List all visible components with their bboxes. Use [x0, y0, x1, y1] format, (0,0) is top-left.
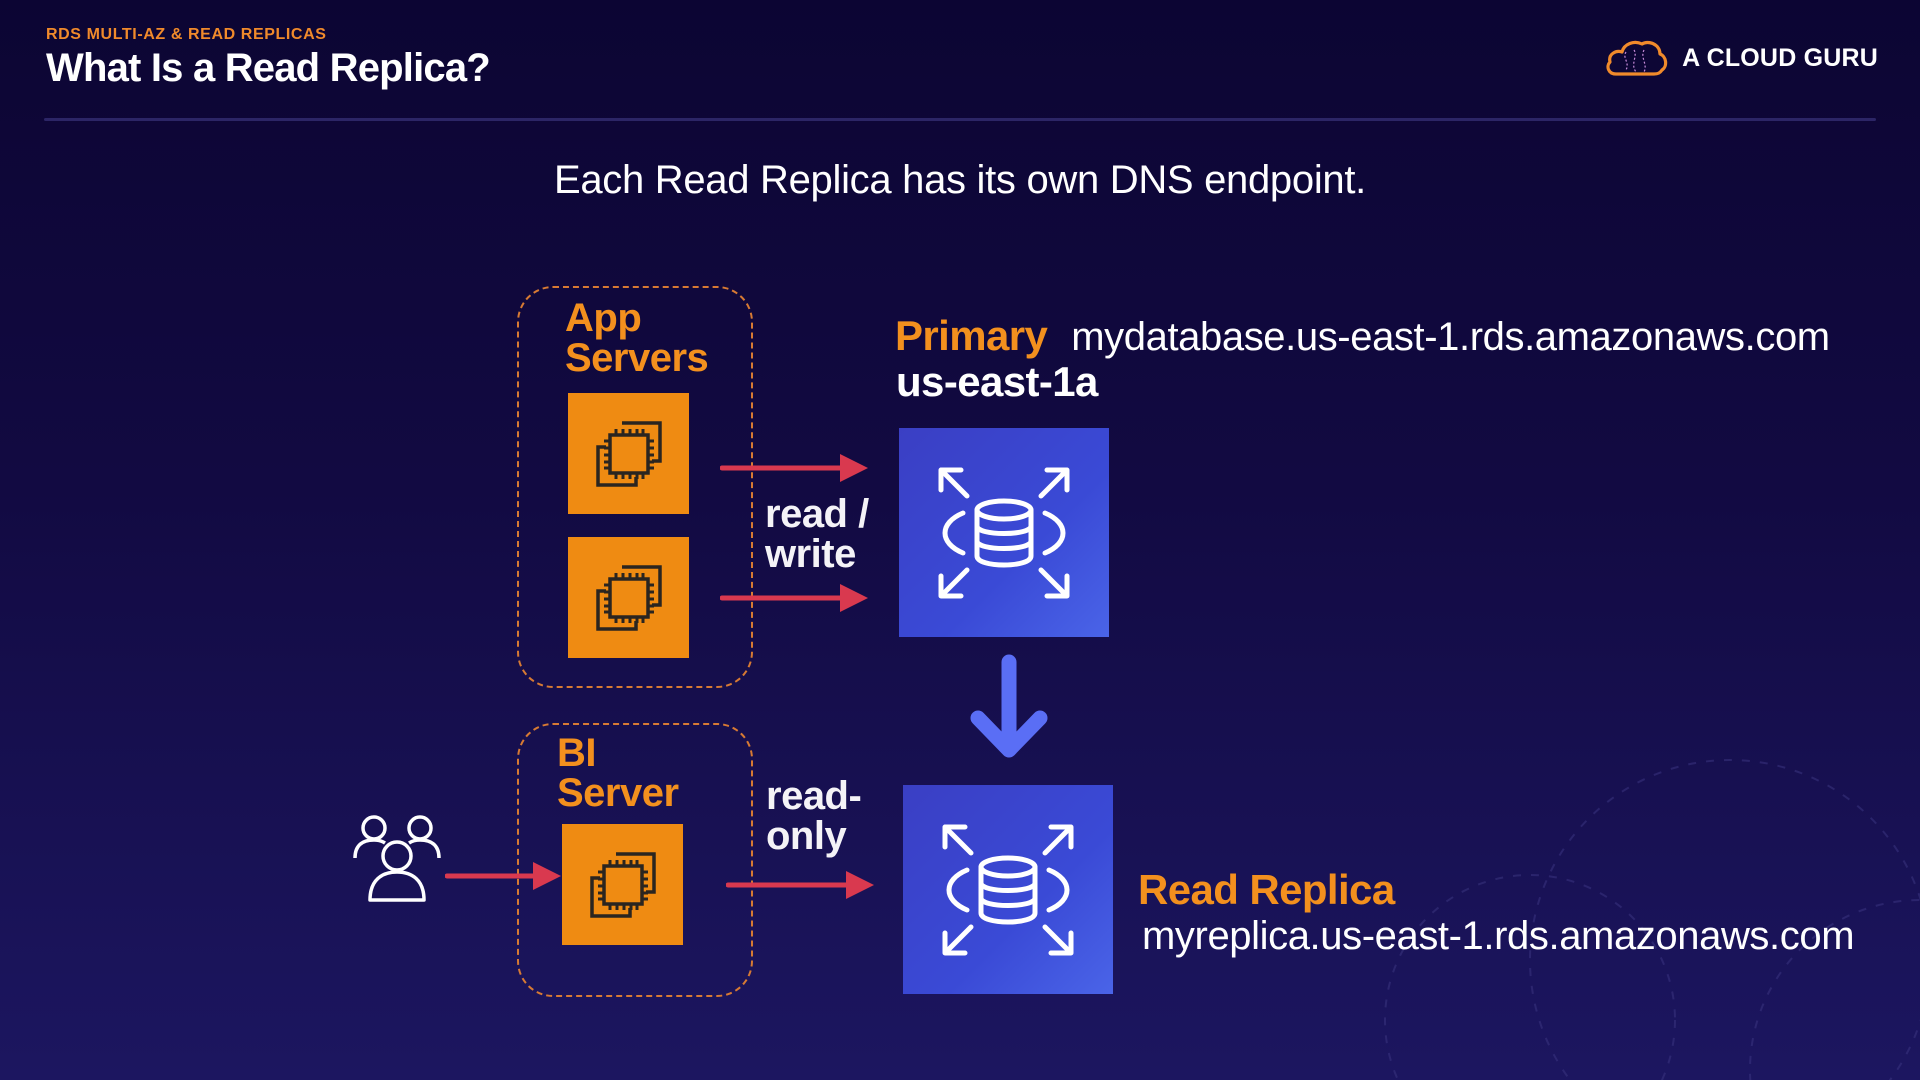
arrow-down-icon — [970, 654, 1048, 758]
users-to-bi-arrow — [445, 862, 561, 890]
read-write-label-line1: read / — [765, 492, 869, 536]
app-servers-group — [517, 286, 753, 688]
brand-name: A CLOUD GURU — [1682, 43, 1878, 72]
page-title: What Is a Read Replica? — [46, 46, 491, 90]
read-replica-db-instance — [903, 785, 1113, 994]
app-servers-label-line2: Servers — [565, 336, 709, 380]
read-only-arrow — [726, 871, 874, 899]
app-server-instance-1 — [568, 393, 689, 514]
read-only-label: read- only — [766, 774, 862, 858]
header-divider — [44, 118, 1876, 121]
read-replica-label: Read Replica — [1138, 866, 1395, 913]
read-write-label: read / write — [765, 494, 869, 574]
background-decoration — [1384, 759, 1920, 1080]
read-write-label-line2: write — [765, 532, 856, 576]
bi-server-instance — [562, 824, 683, 945]
app-servers-label-line1: App — [565, 296, 642, 340]
primary-label: Primary — [895, 312, 1048, 359]
ec2-instance-icon — [595, 420, 662, 487]
read-replica-endpoint: myreplica.us-east-1.rds.amazonaws.com — [1142, 914, 1855, 958]
section-kicker: RDS MULTI-AZ & READ REPLICAS — [46, 26, 327, 43]
read-only-label-line1: read- — [766, 774, 862, 818]
users-group-icon — [353, 815, 441, 902]
brand-logo: A CLOUD GURU — [1604, 38, 1878, 78]
app-servers-label: App Servers — [565, 296, 709, 380]
read-write-arrow-1 — [720, 454, 868, 482]
bi-server-label: BI Server — [557, 733, 679, 813]
ec2-instance-icon — [595, 564, 662, 631]
primary-availability-zone: us-east-1a — [896, 358, 1098, 405]
primary-header: Primary mydatabase.us-east-1.rds.amazona… — [895, 312, 1830, 360]
cloud-logo-icon — [1606, 40, 1668, 76]
app-server-instance-2 — [568, 537, 689, 658]
bi-server-label-line2: Server — [557, 771, 679, 815]
read-only-label-line2: only — [766, 814, 847, 858]
ec2-instance-icon — [589, 851, 656, 918]
bi-server-group — [517, 723, 753, 997]
primary-endpoint: mydatabase.us-east-1.rds.amazonaws.com — [1071, 315, 1830, 359]
rds-database-icon — [938, 467, 1070, 598]
primary-db-instance — [899, 428, 1109, 637]
bi-server-label-line1: BI — [557, 731, 596, 775]
read-write-arrow-2 — [720, 584, 868, 612]
slide-tagline: Each Read Replica has its own DNS endpoi… — [553, 158, 1366, 202]
rds-database-icon — [942, 824, 1074, 955]
